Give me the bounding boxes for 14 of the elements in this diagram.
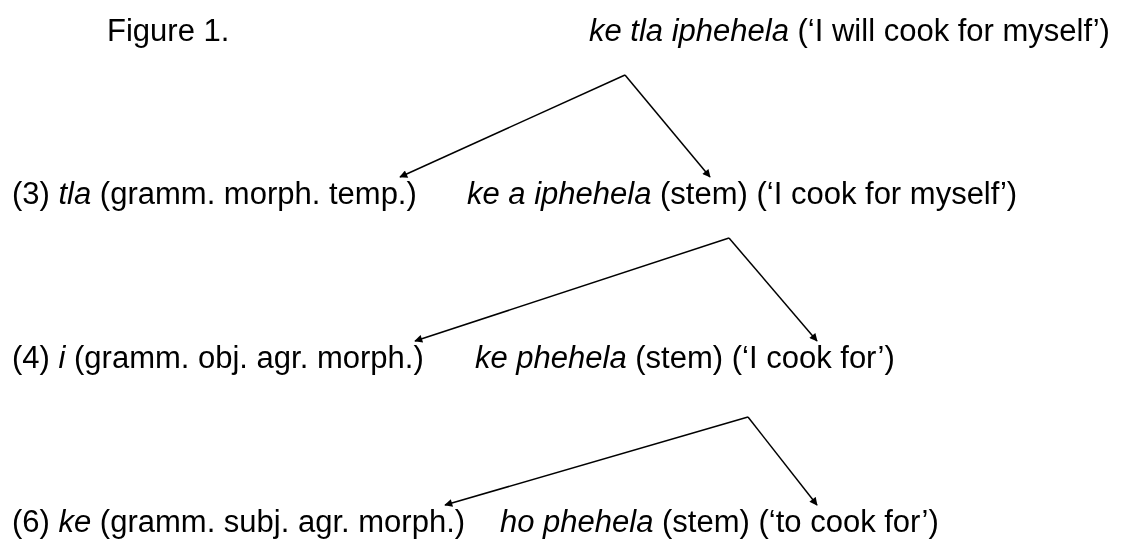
morpheme-text: (6) ke (gramm. subj. agr. morph.)	[12, 505, 466, 539]
arrow	[399, 74, 626, 178]
arrow	[747, 416, 818, 506]
morpheme-text: ke tla iphehela (‘I will cook for myself’)	[589, 14, 1110, 48]
morpheme-text: (4) i (gramm. obj. agr. morph.)	[12, 341, 424, 375]
arrow	[624, 74, 711, 178]
figure-label: Figure 1.	[107, 14, 230, 48]
arrow	[444, 416, 749, 507]
morpheme-text: ho phehela (stem) (‘to cook for’)	[500, 505, 939, 539]
arrow	[728, 237, 818, 342]
morpheme-text: ke a iphehela (stem) (‘I cook for myself’)	[467, 177, 1018, 211]
arrow	[414, 237, 730, 343]
morpheme-text: (3) tla (gramm. morph. temp.)	[12, 177, 417, 211]
morpheme-text: ke phehela (stem) (‘I cook for’)	[475, 341, 895, 375]
